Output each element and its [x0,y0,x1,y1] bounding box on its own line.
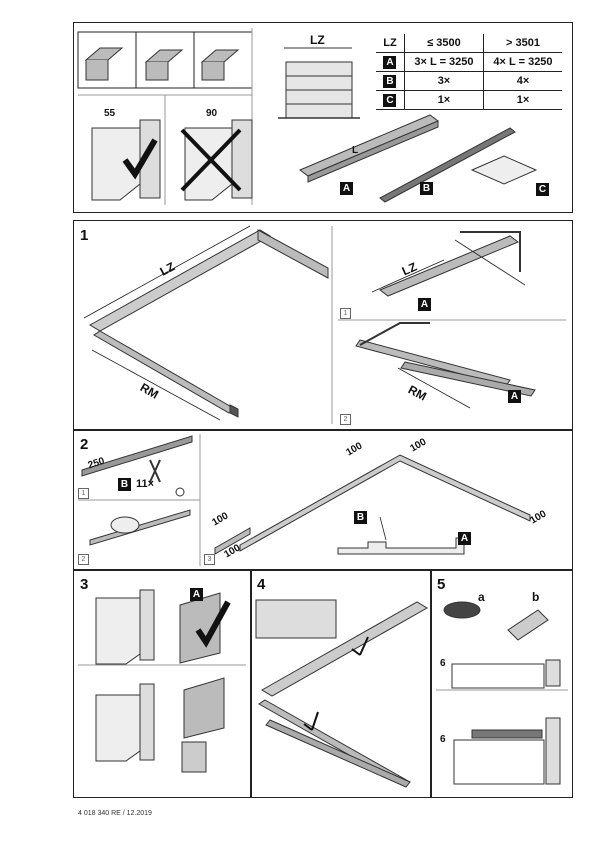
document-footer: 4 018 340 RE / 12.2019 [78,810,152,817]
tag-b: B [420,182,433,195]
step2-tag-b: B [118,478,131,491]
table-cell: 1× [482,90,562,110]
step1-number: 1 [80,227,89,244]
table-cell: 3× L = 3250 [403,52,484,72]
step1-tag-a2: A [508,390,521,403]
table-row: A 3× L = 3250 4× L = 3250 [376,52,562,72]
step5-dim-6-2: 6 [440,734,446,745]
table-cell: 4× L = 3250 [482,52,562,72]
tag-a: A [340,182,353,195]
step1-panel [73,220,573,430]
row-tag: A [383,55,397,69]
step2-sub2: 2 [78,554,89,565]
table-header-le3500: ≤ 3500 [403,34,484,53]
step1-sub1: 1 [340,308,351,319]
step2-sub3: 3 [204,554,215,565]
lz-label: LZ [310,33,325,47]
row-tag: B [383,74,397,88]
table-cell: 4× [482,71,562,91]
table-cell: 1× [403,90,484,110]
step3-tag-a: A [190,588,203,601]
table-cell: 3× [403,71,484,91]
length-table: LZ ≤ 3500 > 3501 A 3× L = 3250 4× L = 32… [376,34,562,110]
step5-dim-6-1: 6 [440,658,446,669]
step5-label-b: b [532,590,540,604]
tag-c: C [536,183,549,196]
table-row: C 1× 1× [376,90,562,110]
dimension-55: 55 [104,108,116,119]
table-row: B 3× 4× [376,71,562,91]
step2-tag-a: A [458,532,471,545]
l-label: L [352,145,359,156]
step2-number: 2 [80,436,89,453]
step2-tag-b2: B [354,511,367,524]
step2-sub1: 1 [78,488,89,499]
step1-sub2: 2 [340,414,351,425]
table-header-lz: LZ [376,34,405,53]
step1-tag-a1: A [418,298,431,311]
table-header-gt3501: > 3501 [482,34,562,53]
step5-label-a: a [478,590,485,604]
step2-count: 11× [136,478,155,490]
step3-number: 3 [80,576,89,593]
step4-number: 4 [257,576,266,593]
step5-number: 5 [437,576,446,593]
row-tag: C [383,93,397,107]
dimension-90: 90 [206,108,218,119]
